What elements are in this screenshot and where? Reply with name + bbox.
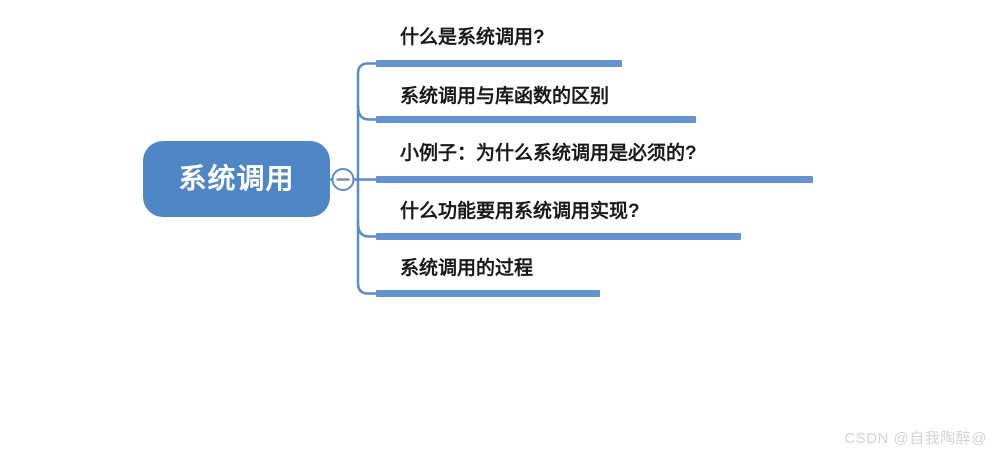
branch-topic-4[interactable]: 什么功能要用系统调用实现? — [400, 201, 640, 222]
branch-topic-5[interactable]: 系统调用的过程 — [400, 258, 534, 279]
connector-branch-2 — [356, 104, 383, 121]
branch-underline-2 — [376, 116, 696, 123]
branch-underline-3 — [376, 176, 813, 183]
collapse-button[interactable] — [331, 168, 355, 191]
branch-topic-1[interactable]: 什么是系统调用? — [400, 27, 545, 48]
branch-topic-2[interactable]: 系统调用与库函数的区别 — [400, 86, 610, 107]
branch-underline-4 — [376, 233, 741, 240]
root-topic-label: 系统调用 — [178, 163, 295, 194]
branch-topic-3[interactable]: 小例子：为什么系统调用是必须的? — [400, 143, 697, 164]
csdn-watermark: CSDN @自我陶醉@ — [844, 430, 987, 447]
root-topic-node[interactable]: 系统调用 — [143, 141, 330, 217]
connector-branch-1 — [356, 62, 383, 181]
branch-underline-1 — [376, 60, 622, 67]
branch-underline-5 — [376, 290, 600, 297]
connector-branch-5 — [356, 178, 383, 295]
